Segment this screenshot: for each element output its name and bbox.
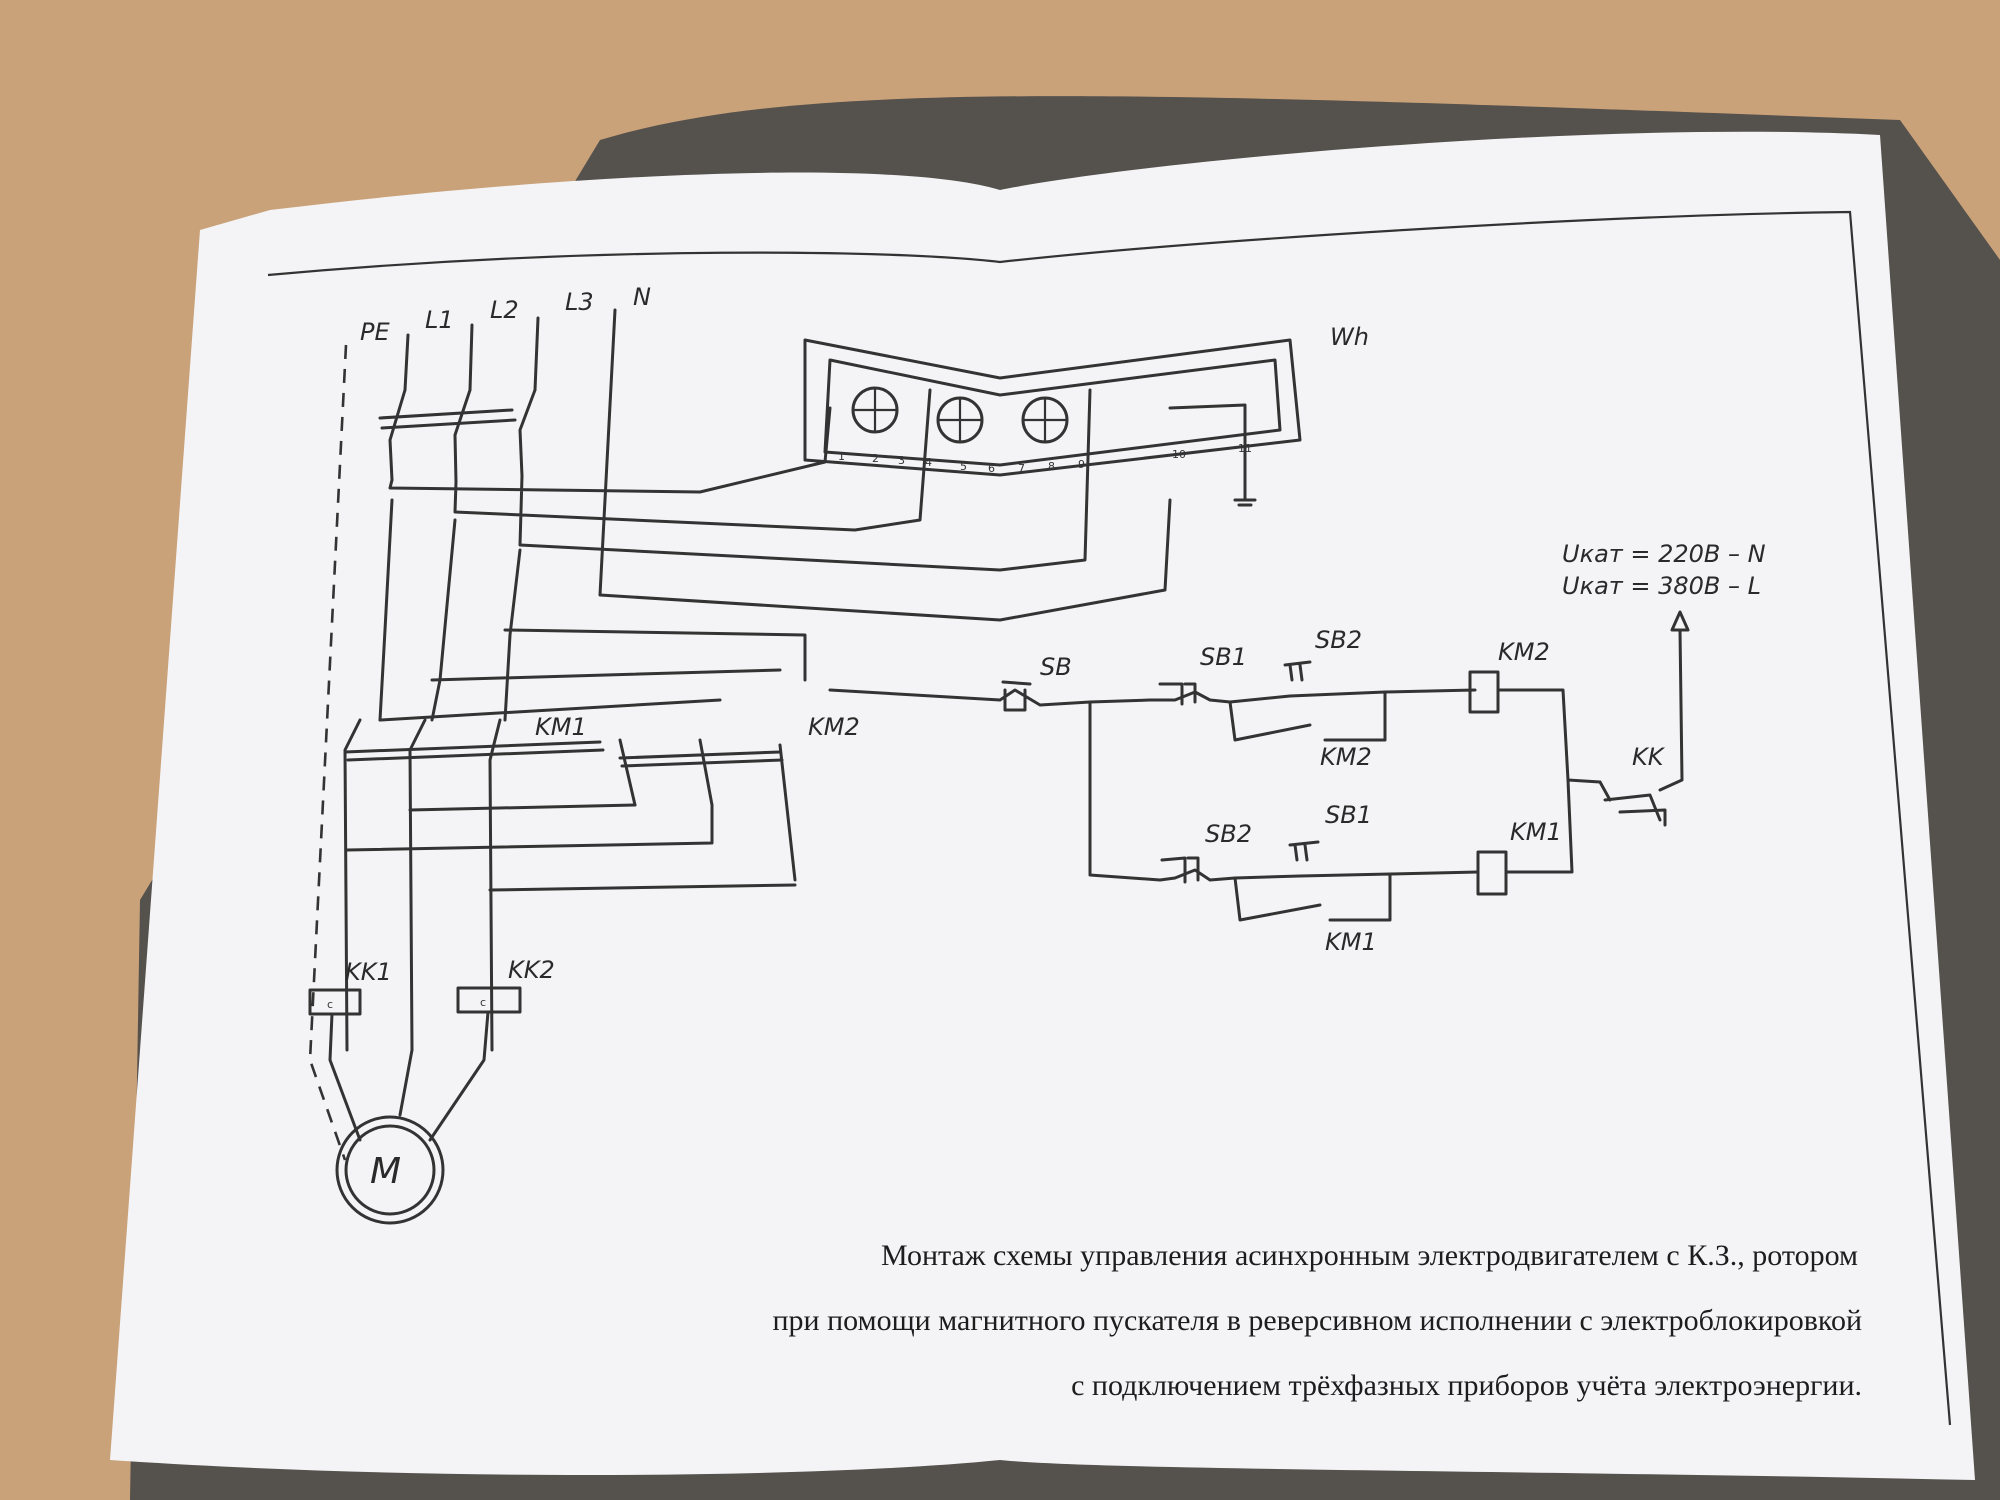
label-km1-power: KM1 [535,713,587,741]
terminal-4: 4 [925,456,932,469]
terminal-7: 7 [1018,462,1025,475]
kk1-element [308,988,362,1016]
caption-line-2: при помощи магнитного пускателя в реверс… [773,1304,1863,1337]
caption-line-1: Монтаж схемы управления асинхронным элек… [881,1239,1858,1272]
main-breaker-bar [378,408,517,430]
kk2-coil-mark: c [480,996,486,1009]
label-l3: L3 [565,288,594,316]
paper-sheet [110,131,1975,1480]
km2-coil-return [1496,688,1602,784]
contactor-feed [378,628,807,722]
km2-coil [1468,670,1500,714]
main-breaker-poles [388,388,537,484]
label-pe: PE [360,318,390,346]
kk1-coil-mark: c [327,998,333,1011]
label-km2-power: KM2 [808,713,860,741]
sb1-top-button [1148,682,1292,706]
ucat-line-1: Uкат = 220В – N [1562,540,1766,568]
label-kk: KK [1632,743,1666,771]
label-km1-contact: KM1 [1325,928,1377,956]
sb2-bottom-button [1158,856,1302,884]
ground-symbol [1233,453,1257,507]
label-kk1: KK1 [345,958,392,986]
l3-wire [533,316,540,392]
l2-wire [468,323,474,392]
terminal-10: 10 [1172,448,1186,461]
n-wire [598,308,1172,622]
power-contactors: KM1 KM2 [343,713,860,1052]
supply-lines: PE L1 L2 L3 N [308,283,1172,1161]
stop-button-line [828,688,1152,707]
caption-line-3: с подключением трёхфазных приборов учёта… [1071,1369,1862,1402]
l1-wire [403,333,410,392]
supply-line-up [1658,628,1684,792]
wire-to-km2-coil [1383,688,1477,694]
terminal-8: 8 [1048,460,1055,473]
km1-coil-return [1504,778,1574,874]
label-km2-coil: KM2 [1498,638,1550,666]
reverse-crossover [345,803,797,892]
meter-enclosure [803,338,1302,477]
label-wh: Wh [1330,323,1369,351]
wire-to-km1-coil [1388,870,1480,876]
contactor-bars [343,740,784,768]
thermal-relays: KK1 KK2 c c [308,956,555,1142]
label-sb: SB [1040,653,1072,681]
meter-neutral-block [1168,403,1247,457]
motor-outer-circle [335,1115,445,1225]
motor: M [335,1115,445,1225]
sb2-top-button [1228,660,1312,742]
label-sb1-bottom: SB1 [1325,801,1372,829]
terminal-11: 11 [1238,442,1252,455]
sb1-bottom-button [1233,840,1322,922]
caption: Монтаж схемы управления асинхронным элек… [773,1239,1863,1402]
terminal-9: 9 [1078,458,1085,471]
meter-inner [823,358,1282,467]
energy-meter: Wh 1 2 3 4 5 6 7 8 9 10 11 [803,323,1369,507]
terminal-3: 3 [898,454,905,467]
label-kk2: KK2 [508,956,555,984]
terminal-2: 2 [872,452,879,465]
label-km1-coil: KM1 [1510,818,1562,846]
paper-frame [267,210,1952,1426]
ucat-line-2: Uкат = 380В – L [1562,572,1761,600]
label-l1: L1 [425,306,454,334]
motor-leads [328,1010,490,1142]
supply-arrow-icon [1670,610,1690,632]
label-sb2-bottom: SB2 [1205,820,1252,848]
label-l2: L2 [490,296,519,324]
kk-contact [1598,780,1667,827]
label-sb2-top: SB2 [1315,626,1362,654]
control-circuit: SB SB1 SB2 KM2 KM2 SB2 SB1 KM1 KM1 KK Uк… [828,540,1766,956]
terminal-5: 5 [960,460,967,473]
motor-inner-circle [344,1124,436,1216]
branch-down-wire [1088,700,1162,882]
label-sb1-top: SB1 [1200,643,1247,671]
sb-stop-button [1001,680,1032,712]
km1-poles [343,718,502,1052]
label-km2-contact: KM2 [1320,743,1372,771]
label-n: N [633,283,651,311]
km2-poles [618,738,797,882]
terminal-6: 6 [988,462,995,475]
terminal-1: 1 [838,450,845,463]
motor-label: M [370,1151,401,1192]
